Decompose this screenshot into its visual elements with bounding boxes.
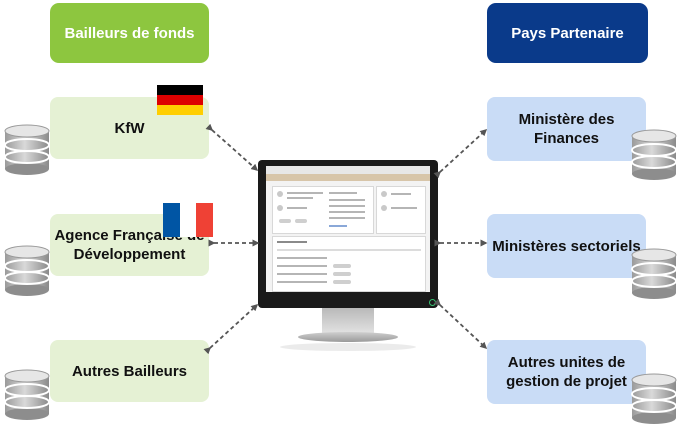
monitor-shadow (280, 343, 416, 351)
screen-text-line (391, 207, 417, 209)
screen-text-line (287, 192, 323, 194)
screen-text-line (329, 211, 365, 213)
germany-flag (157, 85, 203, 115)
monitor-screen (266, 166, 430, 292)
screen-text-line (329, 199, 365, 201)
donors-header: Bailleurs de fonds (50, 3, 209, 63)
screen-table-pill (333, 280, 351, 284)
screen-avatar (381, 191, 387, 197)
screen-avatar (381, 205, 387, 211)
donor-label-other: Autres Bailleurs (71, 362, 188, 380)
partner-header: Pays Partenaire (487, 3, 648, 63)
partner-label-sectoral: Ministères sectoriels (492, 237, 641, 255)
database-icon (631, 129, 677, 181)
screen-table-row (277, 273, 327, 275)
screen-table-header (277, 249, 421, 251)
screen-text-line (329, 205, 365, 207)
screen-card (272, 186, 374, 234)
screen-text-line (287, 197, 313, 199)
screen-pill (295, 219, 307, 223)
screen-text-line (329, 217, 365, 219)
arrow-other-units (433, 298, 488, 350)
screen-nav-bar (266, 174, 430, 181)
screen-text-line (391, 193, 411, 195)
partner-label-finances: Ministère des Finances (518, 111, 615, 147)
partner-box-other-units: Autres unites de gestion de projet (487, 340, 646, 404)
database-icon (631, 373, 677, 425)
arrow-other-donors (203, 303, 259, 355)
screen-table (272, 236, 426, 292)
screen-table-row (277, 257, 327, 259)
screen-text-line (287, 207, 307, 209)
partner-box-sectoral: Ministères sectoriels (487, 214, 646, 278)
screen-table-title (277, 241, 307, 243)
donor-label-kfw: KfW (114, 119, 145, 137)
database-icon (4, 369, 50, 421)
screen-avatar (277, 205, 283, 211)
partner-label-other-units: Autres unites de gestion de projet (506, 354, 627, 390)
database-icon (631, 248, 677, 300)
monitor-neck (322, 308, 374, 334)
screen-table-row (277, 281, 327, 283)
arrow-kfw (205, 123, 259, 171)
screen-pill (279, 219, 291, 223)
database-icon (4, 124, 50, 176)
screen-side-card (376, 186, 426, 234)
partner-box-finances: Ministère des Finances (487, 97, 646, 161)
screen-table-row (277, 265, 327, 267)
screen-text-line (329, 192, 357, 194)
arrow-finances (433, 128, 488, 179)
donor-box-other: Autres Bailleurs (50, 340, 209, 402)
database-icon (4, 245, 50, 297)
screen-avatar (277, 191, 283, 197)
monitor-base (298, 332, 398, 342)
screen-link-line (329, 225, 347, 227)
france-flag (163, 203, 214, 237)
screen-table-pill (333, 264, 351, 268)
screen-browser-bar (266, 166, 430, 174)
screen-table-pill (333, 272, 351, 276)
